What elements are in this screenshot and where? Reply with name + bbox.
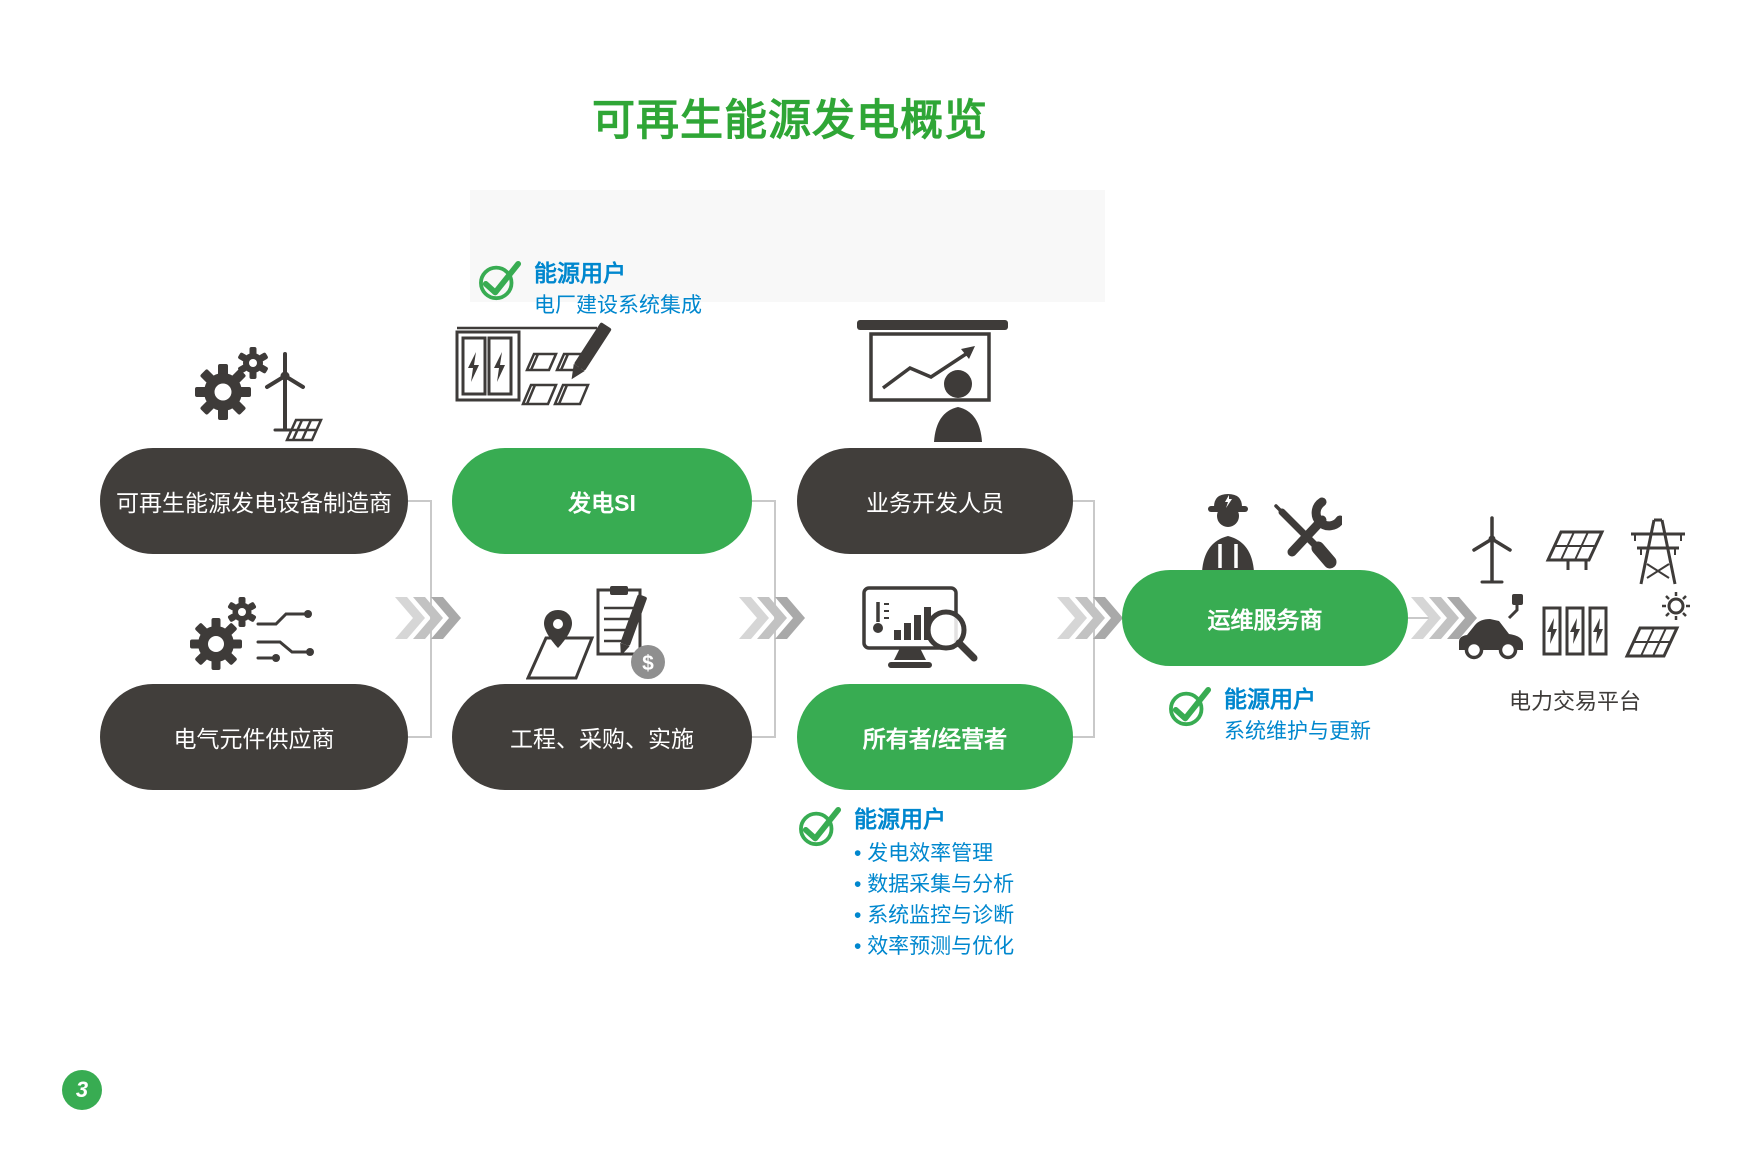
annotation-si: 能源用户 电厂建设系统集成 (478, 260, 702, 318)
solar-panel-icon (285, 418, 323, 442)
page-title: 可再生能源发电概览 (592, 97, 988, 145)
pill-owner-operator: 所有者/经营者 (797, 684, 1073, 790)
flow-arrow-icon (1411, 597, 1477, 639)
business-developer-icon (857, 320, 1008, 442)
trading-platform-label: 电力交易平台 (1508, 689, 1641, 714)
pill-power-si: 发电SI (452, 448, 752, 554)
component-supplier-icon (190, 597, 314, 670)
flow-arrow-icon (1057, 597, 1123, 639)
page-number-badge: 3 (62, 1070, 102, 1110)
flow-arrow-icon (739, 597, 805, 639)
location-pin-icon (544, 610, 572, 648)
small-gear-icon (238, 347, 268, 379)
flow-arrow-icon (395, 597, 461, 639)
magnifier-icon (925, 609, 978, 662)
bullet-list: 发电效率管理 数据采集与分析 系统监控与诊断 效率预测与优化 (854, 842, 1014, 958)
annotation-title: 能源用户 (1224, 686, 1316, 712)
owner-operator-icon (862, 586, 978, 668)
check-icon (799, 806, 842, 847)
check-icon (1169, 686, 1212, 727)
bolt-icon (468, 352, 505, 382)
small-gear-icon (227, 597, 257, 627)
map-icon (526, 636, 595, 680)
pill-label: 工程、采购、实施 (510, 726, 694, 752)
pill-component-supplier: 电气元件供应商 (100, 684, 408, 790)
annotation-owner: 能源用户 发电效率管理 数据采集与分析 系统监控与诊断 效率预测与优化 (798, 806, 1014, 958)
bullet-item: 数据采集与分析 (854, 873, 1014, 896)
highlight-band (470, 190, 1105, 302)
power-si-icon (455, 322, 612, 406)
power-trading-platform: 电力交易平台 (1450, 512, 1700, 716)
pill-manufacturer: 可再生能源发电设备制造商 (100, 448, 408, 554)
thermometer-icon (873, 602, 889, 633)
pill-label: 运维服务商 (1207, 607, 1323, 633)
ev-charging-icon (1458, 594, 1523, 660)
pill-om-service: 运维服务商 (1122, 570, 1408, 666)
bullet-item: 发电效率管理 (854, 842, 1014, 865)
pill-label: 电气元件供应商 (173, 726, 335, 752)
wind-turbine-icon (1471, 516, 1512, 584)
trading-icon-grid (1450, 512, 1700, 672)
annotation-title: 能源用户 (854, 806, 946, 832)
pencil-icon (571, 322, 612, 380)
epc-icon: $ (526, 586, 665, 680)
annotation-subtitle: 系统维护与更新 (1224, 720, 1371, 743)
annotation-title: 能源用户 (534, 260, 626, 286)
chart-line-icon (881, 350, 970, 390)
annotation-subtitle: 电厂建设系统集成 (534, 294, 702, 317)
solar-energy-icon (1624, 592, 1691, 658)
bullet-item: 效率预测与优化 (854, 935, 1014, 958)
pencil-icon (620, 594, 647, 656)
annotation-om: 能源用户 系统维护与更新 (1168, 686, 1371, 744)
wind-turbine-icon (265, 352, 305, 432)
svg-text:$: $ (642, 652, 654, 675)
pill-label: 发电SI (568, 490, 636, 516)
solar-panel-icon (1545, 530, 1605, 570)
transmission-tower-icon (1631, 518, 1686, 585)
technician-icon (1202, 494, 1254, 572)
manufacturer-icon (195, 347, 323, 442)
screwdriver-icon (1274, 504, 1337, 569)
om-service-icon (1202, 494, 1342, 572)
pill-label: 业务开发人员 (866, 490, 1004, 516)
pill-business-developer: 业务开发人员 (797, 448, 1073, 554)
dollar-coin-icon: $ (631, 645, 665, 679)
gear-icon (190, 618, 242, 670)
page-number: 3 (75, 1077, 89, 1102)
check-icon (479, 260, 522, 301)
pill-epc: 工程、采购、实施 (452, 684, 752, 790)
pill-label: 可再生能源发电设备制造商 (116, 490, 392, 516)
circuit-trace-icon (256, 612, 308, 660)
battery-storage-icon (1542, 606, 1608, 656)
person-icon (934, 370, 982, 442)
pill-label: 所有者/经营者 (862, 726, 1008, 752)
bullet-item: 系统监控与诊断 (854, 904, 1014, 927)
